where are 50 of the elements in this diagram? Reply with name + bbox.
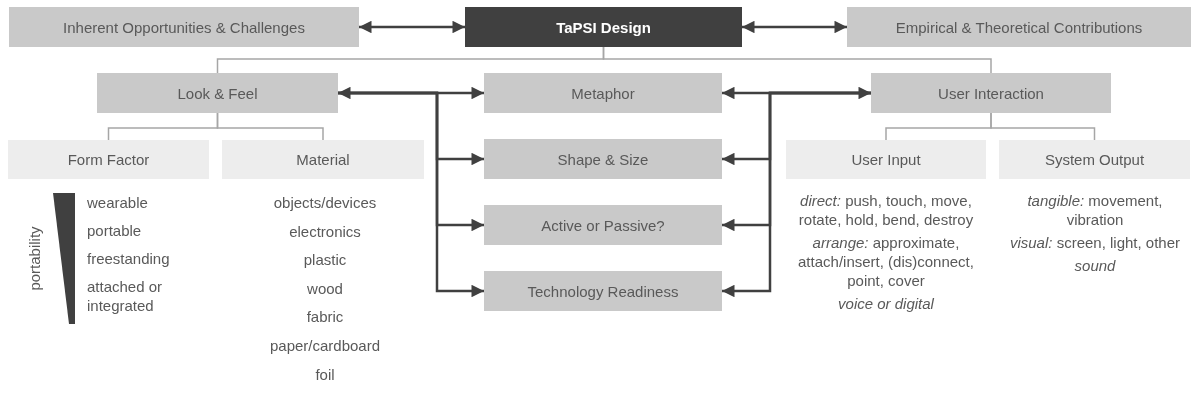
arrow [338,91,484,298]
list-item: objects/devices [272,193,378,212]
connector-line [990,112,1096,141]
node-label: System Output [1044,151,1145,168]
arrow [722,91,871,298]
category-box [97,73,338,113]
category-box [484,271,722,311]
axis-label: portability [25,226,43,291]
node-label: Metaphor [571,84,635,102]
node-label: User Interaction [938,84,1044,102]
category-box [9,7,359,47]
list-item: electronics [288,221,362,241]
list-item: wood [306,278,344,298]
list-item: freestanding [87,249,171,268]
list-item: paper/cardboard [268,335,382,355]
list-item: visual: screen, light, other [1008,233,1182,252]
list-item: fabric [305,307,345,327]
category-box [847,7,1191,47]
node-label: Look & Feel [177,84,258,102]
list-item: wearable [87,193,149,212]
list-item: portable [87,221,143,240]
title-box [465,7,742,47]
node-label: Shape & Size [557,150,649,168]
node-label: User Input [851,151,921,168]
node-label: Form Factor [67,151,150,168]
arrow [742,20,847,34]
category-box [871,73,1111,113]
node-label: Inherent Opportunities & Challenges [63,18,305,36]
subcategory-box [786,140,986,179]
node-label: Technology Readiness [527,282,679,300]
category-box [484,205,722,245]
arrow [359,20,465,34]
node-label: Empirical & Theoretical Contributions [895,18,1143,36]
list-item: plastic [302,250,348,270]
list-item: foil [314,364,336,384]
list-item: attached or integrated [87,277,164,315]
subcategory-box [8,140,209,179]
list-item: voice or digital [837,294,935,313]
arrow [338,86,484,100]
category-box [484,139,722,179]
connector-line [602,46,992,74]
subcategory-box [222,140,424,179]
subcategory-box [999,140,1190,179]
list-item: sound [1073,256,1117,275]
node-label: Material [296,151,350,168]
category-box [484,73,722,113]
node-label: TaPSI Design [556,18,651,36]
arrow [722,86,871,100]
node-label: Active or Passive? [541,216,665,234]
connector-line [216,112,324,141]
